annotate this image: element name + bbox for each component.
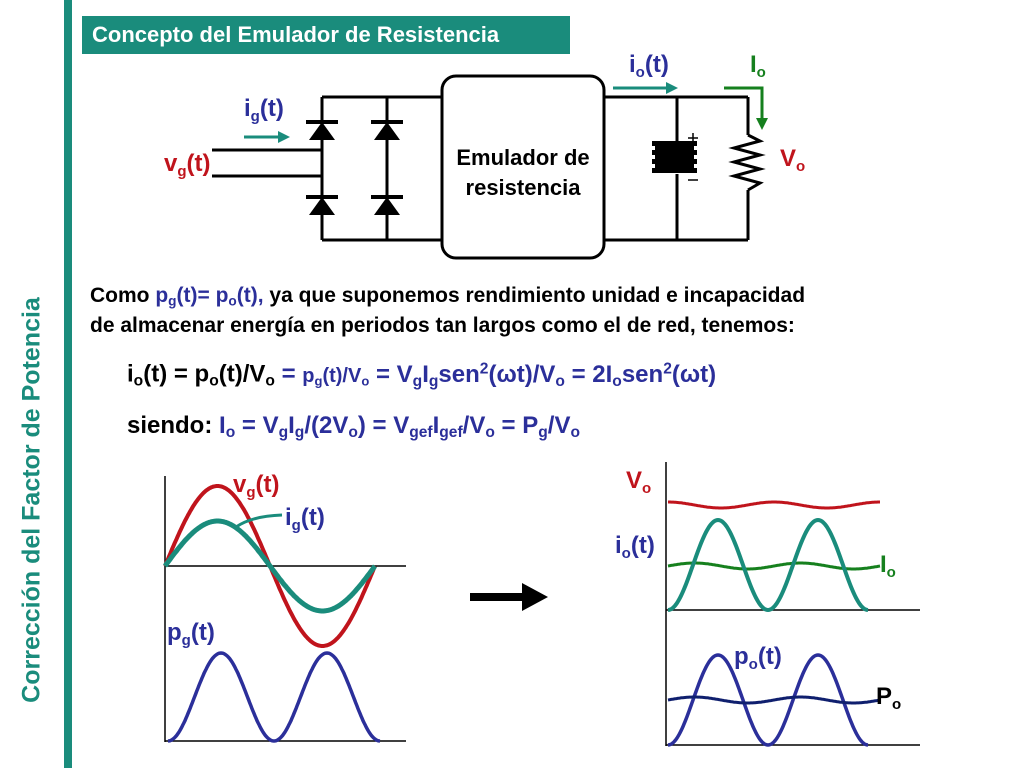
emulator-box <box>440 74 606 260</box>
ig-label: ig(t) <box>244 95 284 125</box>
io-label: io(t) <box>629 51 669 81</box>
plot-Po-label: Po <box>876 683 901 713</box>
ig-arrow <box>244 131 290 143</box>
ig-waveform <box>163 518 377 614</box>
plot-ig-label: ig(t) <box>285 504 325 534</box>
intro-line2: de almacenar energía en periodos tan lar… <box>90 314 795 337</box>
plot-io-label: io(t) <box>615 532 655 562</box>
diode-top-right <box>371 120 403 140</box>
emulator-label-line2: resistencia <box>465 175 581 200</box>
diode-top-left <box>306 120 338 140</box>
siendo-word: siendo: <box>127 412 213 439</box>
intro-prefix: Como <box>90 284 156 307</box>
sidebar-bar <box>64 0 72 768</box>
Po-waveform <box>667 695 881 705</box>
equation-io: io(t) = po(t)/Vo = pg(t)/Vo = VgIgsen2(ω… <box>127 360 717 390</box>
emulator-label-line1: Emulador de <box>456 145 590 170</box>
ig-label-pointer <box>235 513 283 529</box>
input-wires <box>212 148 322 178</box>
plot-Vo-label: Vo <box>626 467 651 497</box>
resistor-icon <box>728 133 766 192</box>
po-waveform <box>667 653 869 747</box>
vg-label: vg(t) <box>164 150 211 180</box>
output-wires <box>604 95 750 242</box>
plot-pg-label: pg(t) <box>167 619 215 649</box>
intro-suffix: ya que suponemos rendimiento unidad e in… <box>263 284 806 307</box>
diode-bottom-left <box>306 195 338 215</box>
Io-waveform <box>667 561 881 571</box>
plot-vg-label: vg(t) <box>233 471 280 501</box>
pg-waveform <box>167 651 381 743</box>
slide-title: Concepto del Emulador de Resistencia <box>82 16 570 54</box>
plot-Io-label: Io <box>880 551 896 581</box>
equation-siendo: siendo: Io = VgIg/(2Vo) = VgefIgef/Vo = … <box>127 412 580 441</box>
diode-bottom-right <box>371 195 403 215</box>
transform-arrow <box>470 583 548 611</box>
plot-po-label: po(t) <box>734 643 782 673</box>
Io-arrow <box>724 86 768 130</box>
io-arrow <box>613 82 678 94</box>
intro-eq: pg(t)= po(t), <box>155 284 264 309</box>
right-axes <box>665 462 920 746</box>
io-waveform <box>667 517 869 613</box>
capacitor-icon <box>652 133 698 181</box>
intro-line1: Como pg(t)= po(t), ya que suponemos rend… <box>90 284 805 308</box>
circuit-diagram: ig(t) vg(t) io(t) Io Vo <box>164 51 805 260</box>
left-axes <box>164 476 406 742</box>
vo-waveform <box>668 500 880 510</box>
